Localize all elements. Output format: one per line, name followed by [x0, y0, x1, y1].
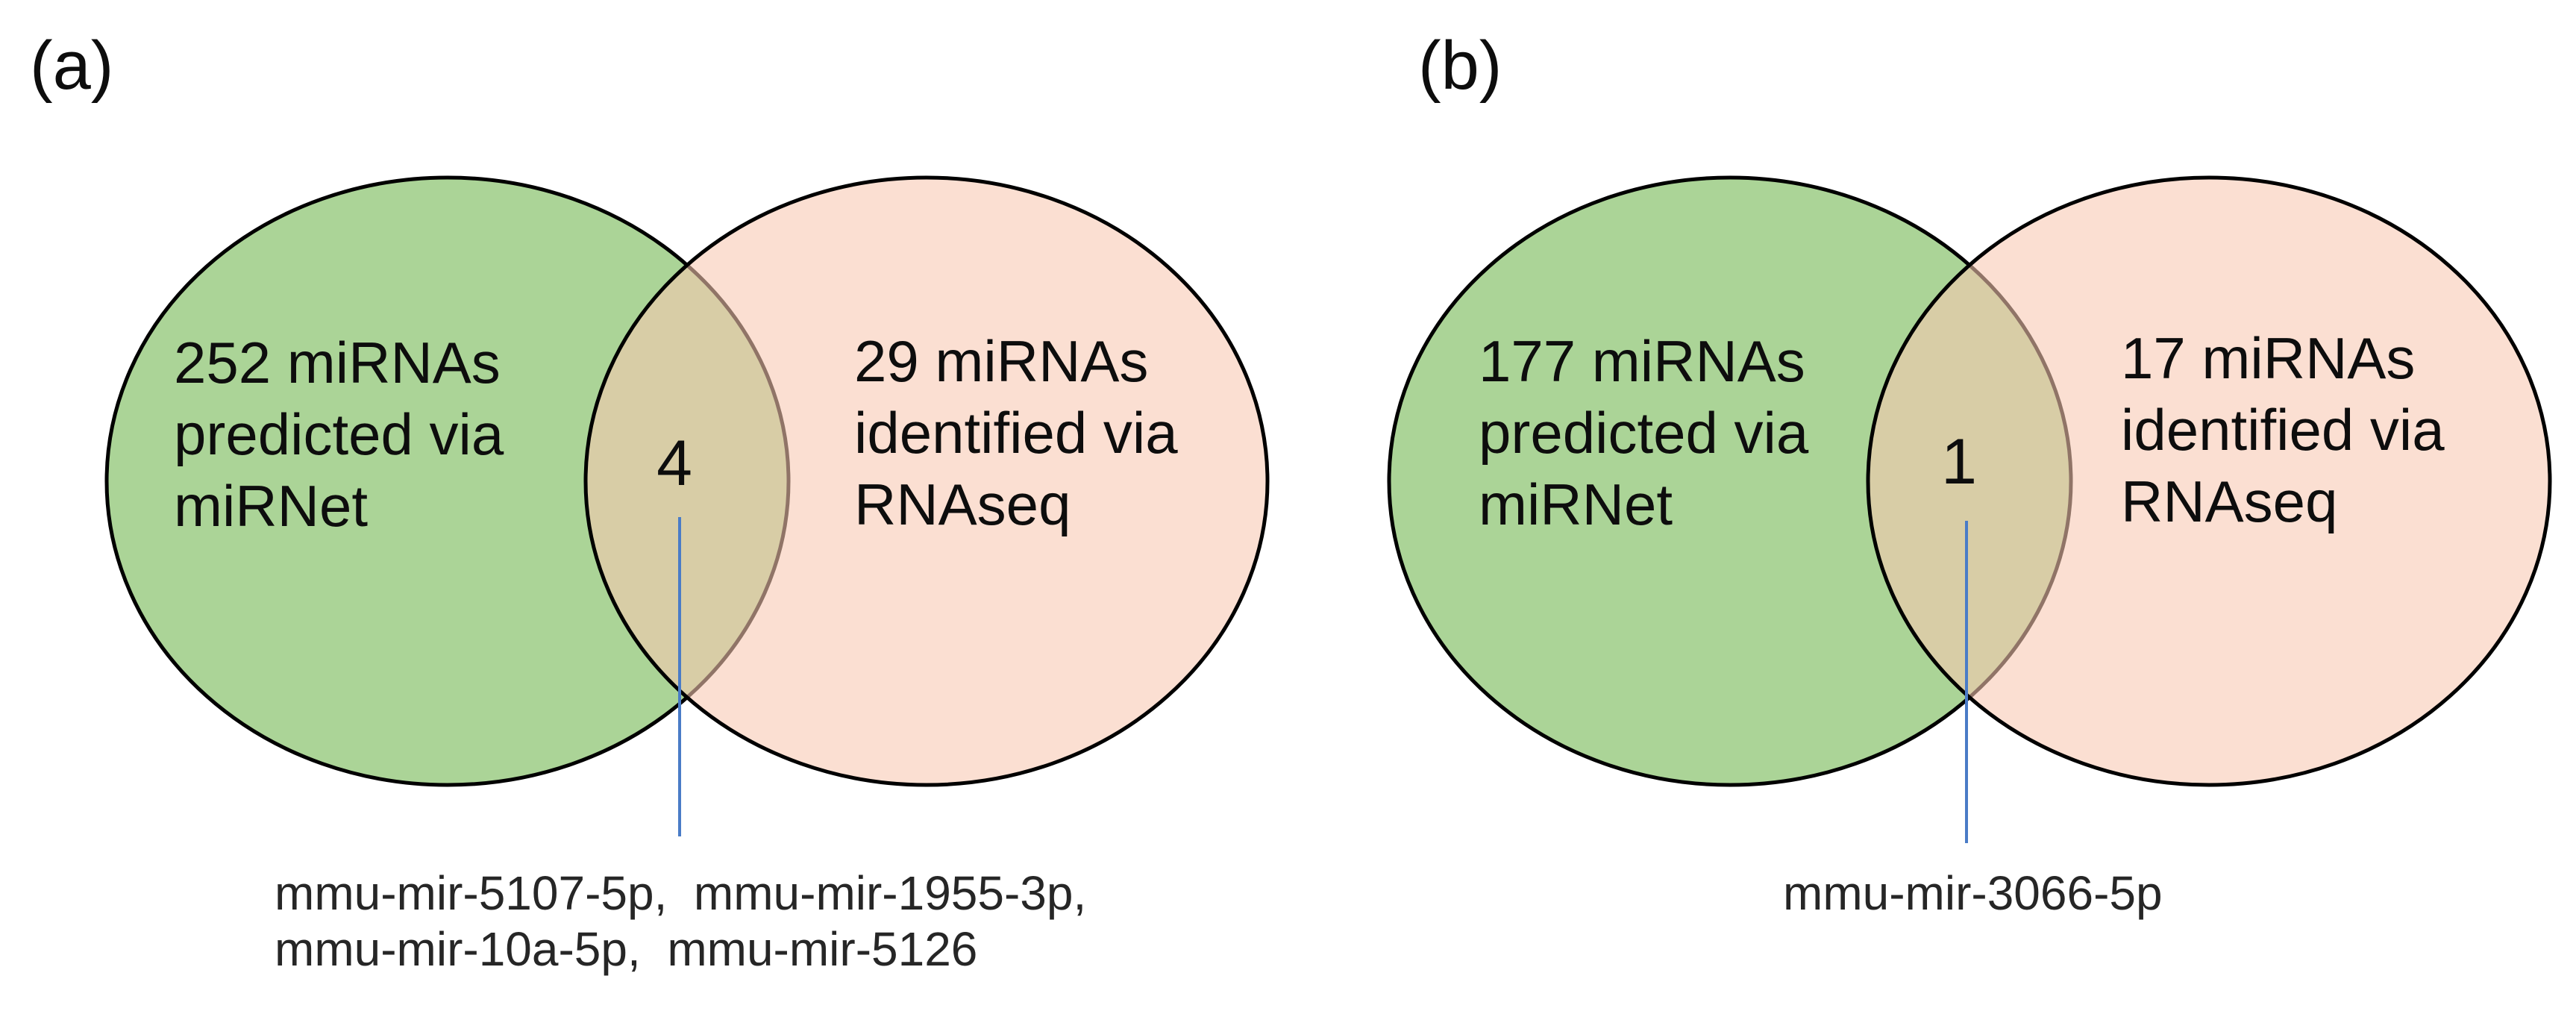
venn-b-right-circle-text: 17 miRNAs identified via RNAseq — [2121, 325, 2445, 534]
venn-panel-a-shapes — [104, 175, 1270, 836]
panel-a-label: (a) — [30, 28, 114, 104]
venn-panel-b-shapes — [1387, 175, 2552, 843]
venn-a-right-circle — [583, 175, 1270, 787]
venn-b-right-circle — [1866, 175, 2552, 787]
venn-a-overlap-items: mmu-mir-5107-5p, mmu-mir-1955-3p, mmu-mi… — [275, 866, 1087, 976]
panel-b-label: (b) — [1418, 28, 1502, 104]
venn-a-left-circle-text: 252 miRNAs predicted via miRNet — [174, 330, 504, 539]
venn-b-overlap-items: mmu-mir-3066-5p — [1783, 866, 2163, 920]
venn-b-overlap-count: 1 — [1941, 426, 1977, 498]
venn-b-left-circle-text: 177 miRNAs predicted via miRNet — [1479, 328, 1809, 537]
venn-a-right-circle-text: 29 miRNAs identified via RNAseq — [854, 328, 1178, 537]
venn-a-overlap-count: 4 — [656, 428, 692, 499]
